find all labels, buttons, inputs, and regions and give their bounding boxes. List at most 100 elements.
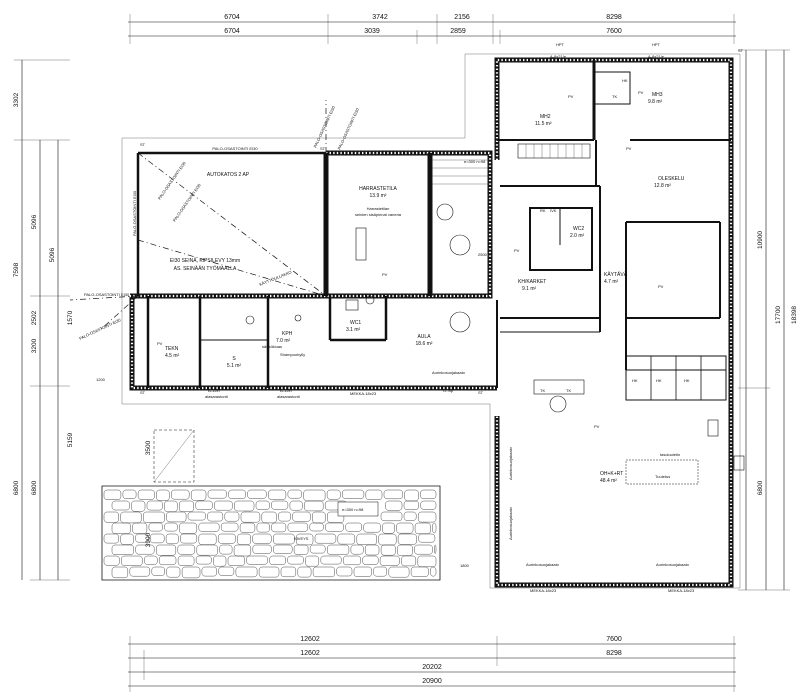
paving-stone [246, 555, 268, 565]
paving-stone [397, 533, 417, 545]
dim-left-8: 5159 [67, 432, 74, 447]
paving-stone [362, 555, 379, 565]
paving-stone [103, 555, 120, 566]
paving-stone [269, 555, 286, 565]
paving-stone [320, 555, 342, 565]
mh2-area: 11.5 m² [535, 121, 552, 127]
paving-stone [252, 533, 272, 544]
paving-stone [410, 566, 429, 577]
living-wing: OLESKELU 12.8 m² KÄYTÄVÄ 4.7 m² KH/KARKE… [514, 146, 690, 413]
autokatos-label: AUTOKATOS 2 AP [207, 172, 250, 178]
service-rooms: TEKN 4.5 m² PV S 5.1 m² KPH 7.0 m² Shamp… [157, 295, 377, 399]
fire-lines [69, 100, 327, 331]
paving-stone [179, 522, 197, 534]
paving-stone [396, 522, 414, 534]
rk-mark: RK [540, 208, 546, 213]
dim-bottom-2: 7600 [606, 636, 622, 643]
paving-stone [325, 522, 344, 532]
sunshade-bottom-1: Aurinkosuojakaato [526, 562, 560, 567]
paving-stone [388, 566, 410, 578]
paving-stone [111, 544, 134, 555]
paving-stone [179, 500, 194, 512]
paving-stone [220, 522, 239, 532]
paving-stone [271, 522, 287, 533]
paving-stone [198, 522, 220, 532]
dim-right-1: 10900 [757, 231, 764, 249]
paving-stone [137, 489, 155, 500]
tk-mark-1: TK [540, 388, 545, 393]
paving-stone [120, 511, 142, 524]
paving-stone [103, 489, 122, 500]
st-mark-1: ST [140, 142, 146, 147]
paving-stone [132, 522, 148, 534]
paving-stone [403, 500, 419, 510]
olohuone-label: OH+K+RT [600, 471, 623, 477]
wc2-area: 2.0 m² [570, 233, 585, 239]
paving-stone [342, 489, 365, 499]
aula-area: 18.6 m² [416, 341, 433, 347]
paving-stone [148, 522, 163, 532]
paving-stone [297, 566, 312, 578]
aula: AULA 18.6 m² D 9x21 2500 1200 [96, 252, 488, 382]
paving-stone [401, 555, 417, 567]
aula-label: AULA [417, 334, 431, 340]
paving-stone [287, 489, 302, 499]
fire-label-left2: PALO-OSASTOINTI EI30 [78, 317, 122, 341]
window-bottom-1: MEKKA-18x23 [530, 588, 557, 593]
paving-stone [195, 555, 212, 565]
pv-mark-oleskelu: PV [626, 146, 632, 151]
paving-stone [397, 544, 413, 556]
paving-stone [268, 489, 287, 500]
paving-stone [103, 533, 119, 544]
paving-stone [207, 489, 227, 499]
paving-stone [327, 544, 350, 555]
st-markers: ST ST ST ST ST [140, 48, 744, 395]
pv-mark-mh3: PV [638, 90, 644, 95]
paving-stone [224, 511, 240, 522]
dim-left-10: 6800 [31, 480, 38, 495]
paving-stone [177, 555, 195, 566]
carport-note-2: AS. SEINÄÄN TYÖMAALLA [174, 265, 237, 272]
hpt-mark-1: HPT [556, 42, 565, 47]
dim-left-5: 1570 [67, 310, 74, 325]
paving-stone [166, 511, 187, 523]
paving-stone [314, 533, 337, 544]
dim-left-6: 2502 [31, 310, 38, 325]
fire-label-top2: PALO-OSASTOINTI EI30 [312, 105, 336, 149]
dim-2500: 2500 [478, 252, 488, 257]
window-mh2: A-8x21/e [550, 54, 567, 59]
dim-right-3: 17700 [775, 306, 782, 324]
patio: e=300 n=98 KIVEYS 3900 3500 1800 [101, 429, 470, 581]
pv-mark-living: PV [594, 424, 600, 429]
kiveys-label: KIVEYS [294, 536, 309, 541]
paving-stone [164, 522, 178, 532]
paving-stone [166, 566, 181, 578]
paving-stone [177, 544, 196, 555]
paving-stone [129, 566, 151, 577]
mh3-label: MH3 [652, 92, 663, 98]
dim-left-4: 5096 [49, 247, 56, 262]
paving-stone [292, 511, 311, 522]
pv-mark-mh2: PV [568, 94, 574, 99]
paving-stone [261, 511, 277, 524]
paving-stone [337, 533, 355, 545]
paving-stone [237, 533, 251, 545]
kph-label: KPH [282, 331, 293, 337]
fire-label-top1: PALO-OSASTOINTI EI30 [212, 146, 258, 151]
paving-stone [293, 544, 309, 555]
paving-stone [144, 555, 158, 565]
paving-stone [356, 533, 377, 545]
paving-stone [278, 511, 291, 522]
attic-label: KÄYTTÖULLAKKO [259, 269, 293, 287]
paving-stone [420, 489, 437, 499]
paving-stone [432, 522, 437, 534]
tekn-area: 4.5 m² [165, 353, 180, 359]
st-mark-2: ST [140, 390, 146, 395]
paving-stone [434, 544, 437, 554]
paving-stone [365, 489, 383, 500]
fire-label-left: PALO-OSASTOINTI EI30 [132, 190, 137, 236]
paving-stone [234, 500, 255, 512]
paving-stone [247, 489, 267, 499]
dim-left-7: 3200 [31, 338, 38, 353]
oleskelu-label: OLESKELU [658, 176, 685, 182]
